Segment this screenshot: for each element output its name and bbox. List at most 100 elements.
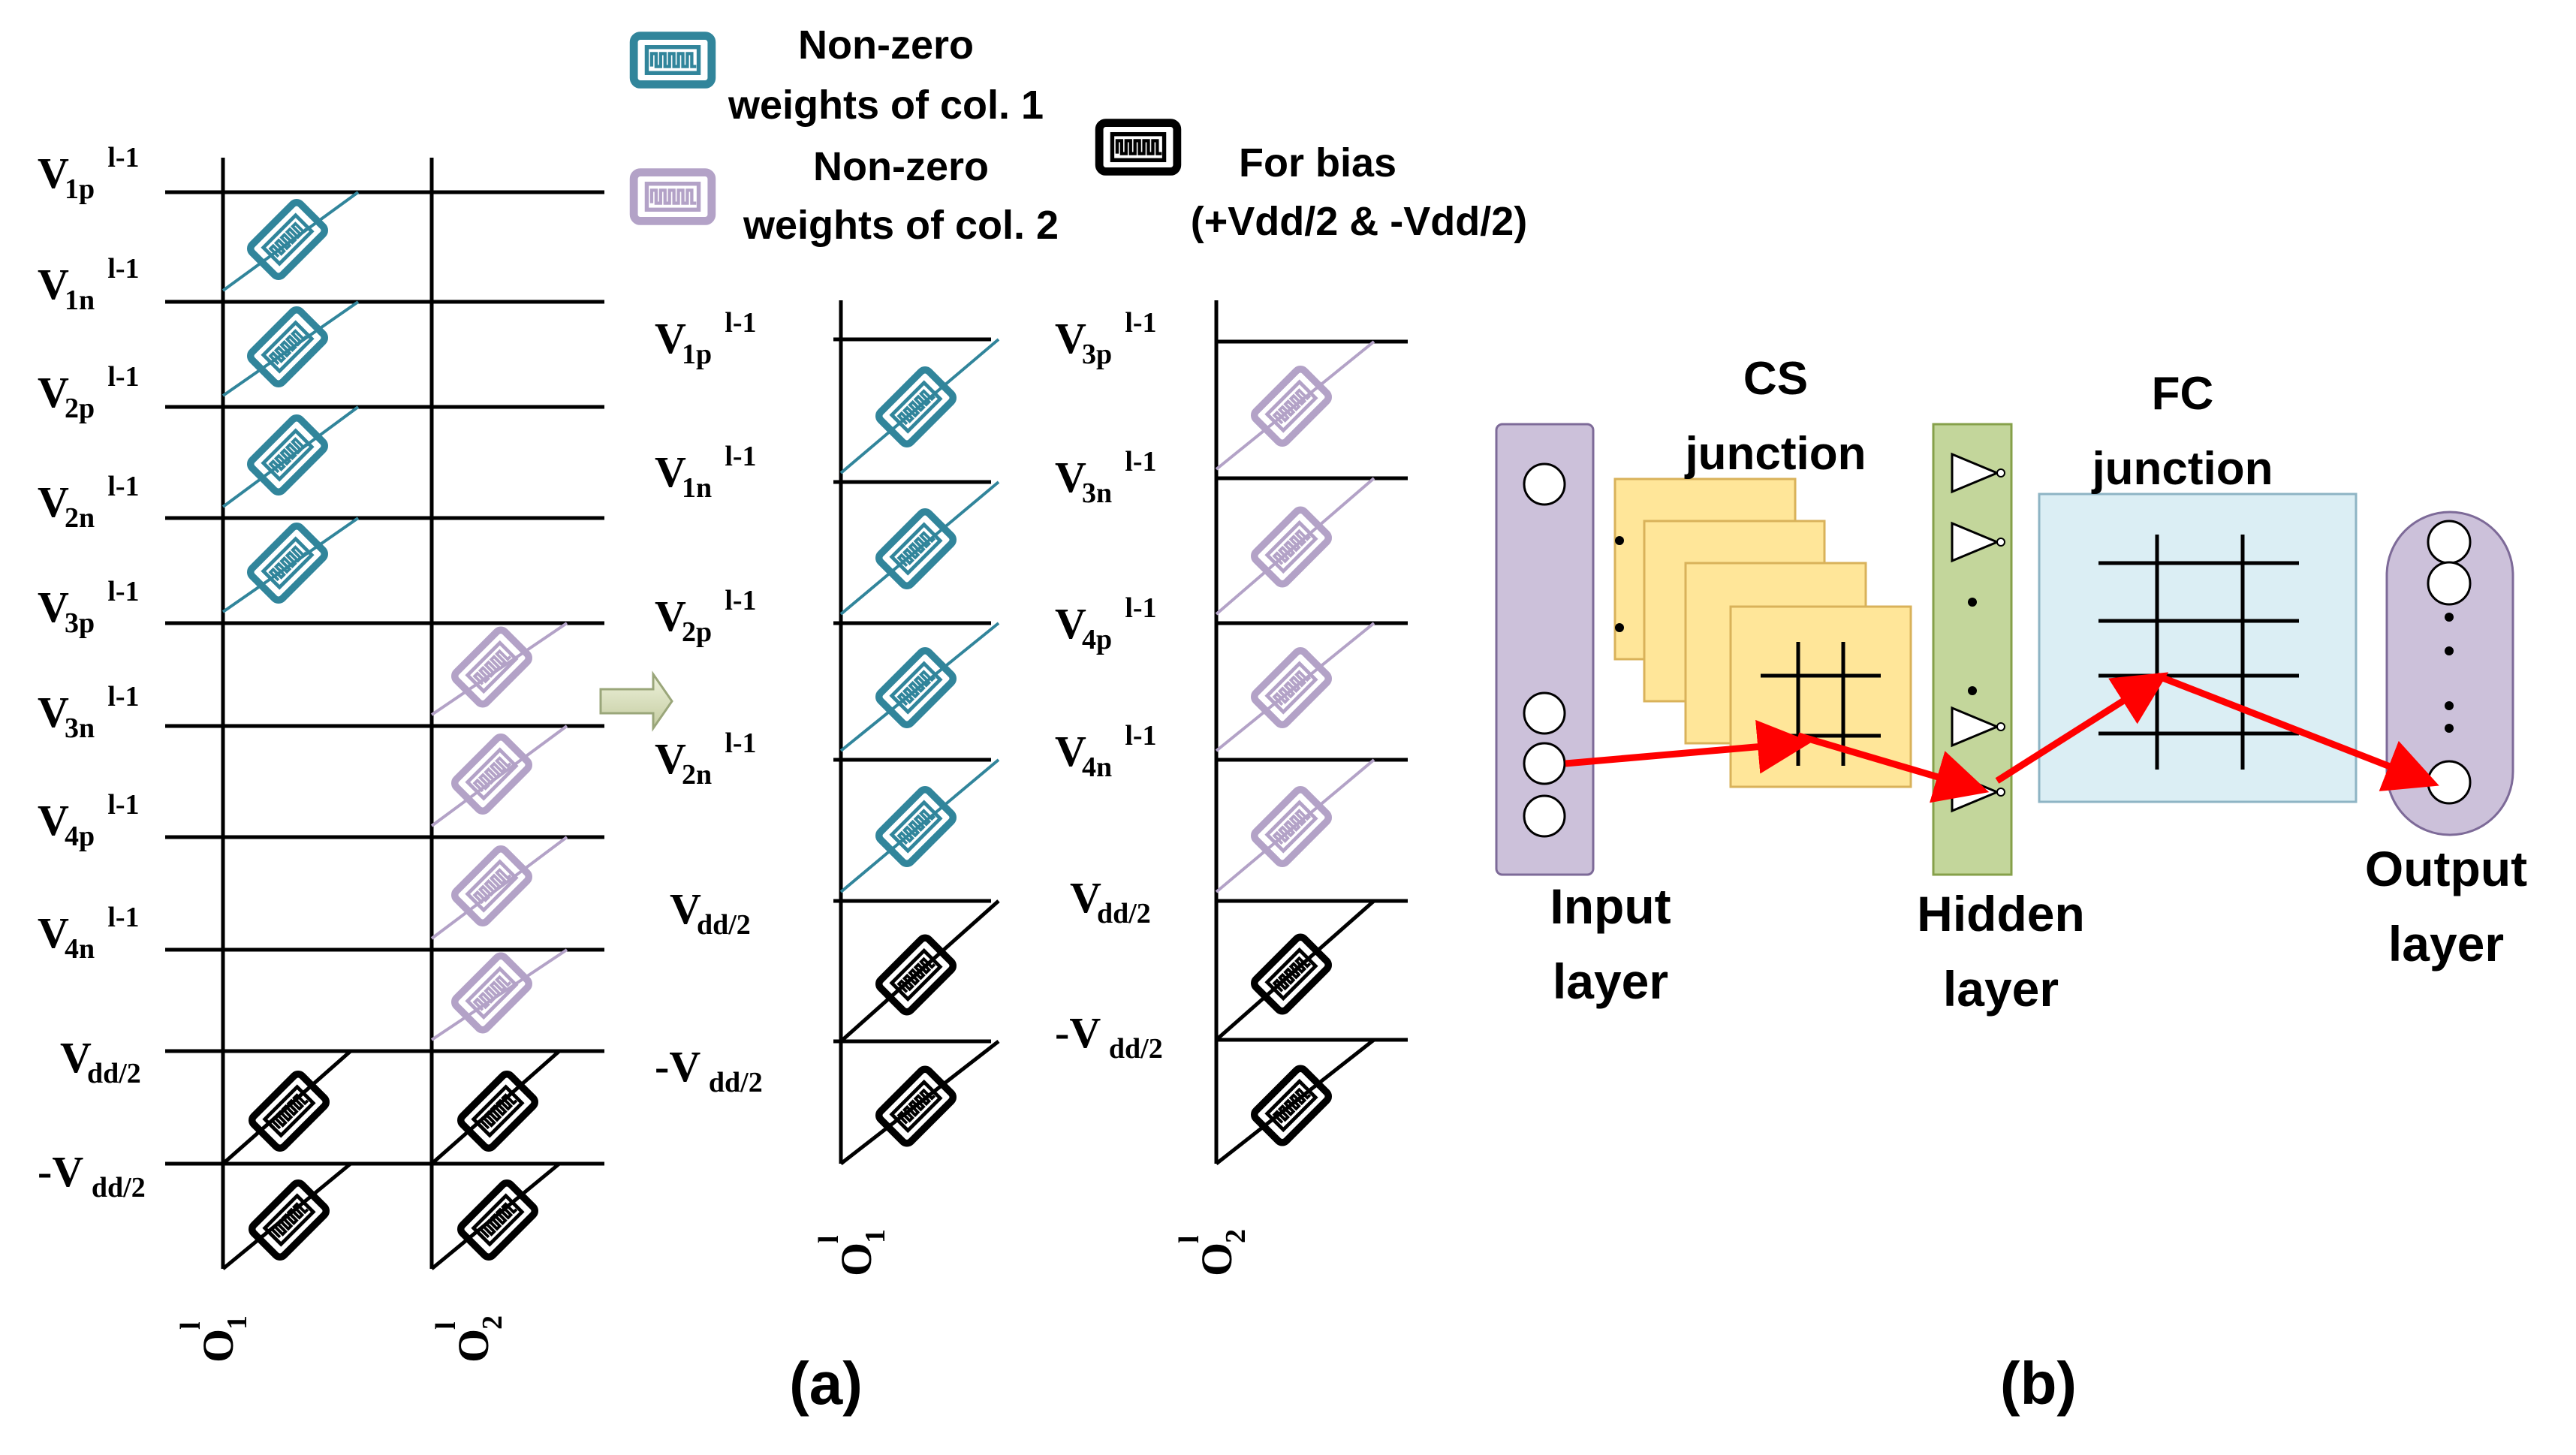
input-neuron xyxy=(1523,691,1566,735)
svg-text:V: V xyxy=(38,796,69,845)
row-label: V1p l-1 xyxy=(655,307,757,370)
svg-text:V: V xyxy=(38,149,69,197)
svg-text:3n: 3n xyxy=(1082,477,1112,509)
svg-text:V: V xyxy=(655,447,686,496)
svg-text:2: 2 xyxy=(477,1315,508,1330)
svg-text:l: l xyxy=(430,1321,462,1330)
svg-text:l-1: l-1 xyxy=(725,728,756,759)
svg-text:V: V xyxy=(38,477,69,526)
output-neuron xyxy=(2427,520,2472,565)
svg-text:4n: 4n xyxy=(1082,752,1112,783)
memristor-icon xyxy=(457,1179,538,1261)
memristor-icon xyxy=(451,845,532,926)
memristor-icon xyxy=(1251,506,1332,588)
fc-label-1: FC xyxy=(2152,368,2214,420)
svg-text:V: V xyxy=(670,884,701,933)
svg-text:l-1: l-1 xyxy=(1125,720,1156,752)
svg-text:V: V xyxy=(38,260,69,309)
input-neuron xyxy=(1523,462,1566,506)
svg-text:dd/2: dd/2 xyxy=(1109,1033,1163,1065)
svg-text:l-1: l-1 xyxy=(725,585,756,616)
svg-text:l-1: l-1 xyxy=(725,307,756,339)
svg-text:l-1: l-1 xyxy=(107,681,139,712)
cs-label-1: CS xyxy=(1743,353,1808,405)
svg-text:V: V xyxy=(1055,453,1086,502)
svg-text:V: V xyxy=(655,314,686,363)
svg-text:O: O xyxy=(832,1243,881,1276)
svg-text:-V: -V xyxy=(1055,1008,1101,1057)
output-label: O1l xyxy=(813,1229,891,1276)
signal-path xyxy=(1565,672,2439,803)
svg-text:4p: 4p xyxy=(65,821,95,852)
ellipsis-dot xyxy=(2445,646,2454,655)
memristor-icon xyxy=(451,734,532,815)
svg-text:O: O xyxy=(449,1329,498,1363)
legend-col2-icon xyxy=(629,168,716,225)
svg-text:O: O xyxy=(1192,1243,1241,1276)
ellipsis-dot xyxy=(2445,613,2454,622)
svg-text:V: V xyxy=(38,368,69,417)
svg-text:V: V xyxy=(1055,727,1086,776)
svg-text:4n: 4n xyxy=(65,933,95,965)
svg-text:1p: 1p xyxy=(682,339,712,370)
memristor-icon xyxy=(249,1179,330,1261)
memristor-icon xyxy=(1251,647,1332,728)
hidden-layer-label-1: Hidden xyxy=(1917,886,2085,941)
hidden-neuron xyxy=(1951,706,2000,748)
svg-text:l-1: l-1 xyxy=(725,441,756,472)
svg-text:V: V xyxy=(1055,314,1086,363)
ellipsis-dot xyxy=(1615,536,1624,545)
legend-col2-line2: weights of col. 2 xyxy=(743,203,1059,248)
row-label: Vdd/2 xyxy=(670,884,751,941)
svg-text:l-1: l-1 xyxy=(1125,592,1156,624)
svg-text:l-1: l-1 xyxy=(107,902,139,933)
svg-text:3p: 3p xyxy=(65,607,95,639)
svg-text:dd/2: dd/2 xyxy=(87,1058,141,1089)
memristor-icon xyxy=(247,199,328,280)
crossbar-full: V1pl-1V1nl-1V2pl-1V2nl-1V3pl-1V3nl-1V4pl… xyxy=(38,142,604,1363)
memristor-icon xyxy=(875,786,957,867)
memristor-icon xyxy=(247,306,328,387)
svg-text:2: 2 xyxy=(1220,1229,1252,1243)
legend-col2-line1: Non-zero xyxy=(813,144,989,189)
svg-text:V: V xyxy=(38,688,69,737)
svg-text:l-1: l-1 xyxy=(1125,446,1156,477)
hidden-neuron xyxy=(1951,452,2000,494)
svg-text:V: V xyxy=(655,734,686,783)
svg-text:V: V xyxy=(60,1033,92,1082)
input-layer-label-2: layer xyxy=(1553,953,1668,1009)
hidden-layer-label-2: layer xyxy=(1943,961,2059,1017)
cs-label-2: junction xyxy=(1684,428,1866,480)
legend-bias-icon xyxy=(1095,119,1182,176)
memristor-icon xyxy=(629,168,716,225)
ellipsis-dot xyxy=(1615,623,1624,632)
svg-text:l-1: l-1 xyxy=(107,253,139,285)
hidden-layer-box xyxy=(1932,423,2013,876)
memristor-icon xyxy=(629,32,716,89)
input-neuron xyxy=(1523,742,1566,785)
arrow-hidden-to-fc xyxy=(1995,672,2169,784)
memristor-icon xyxy=(247,414,328,496)
memristor-icon xyxy=(451,626,532,708)
svg-text:l: l xyxy=(813,1235,845,1243)
svg-text:dd/2: dd/2 xyxy=(1097,898,1151,929)
memristor-icon xyxy=(875,647,957,728)
ellipsis-dot xyxy=(2445,724,2454,733)
memristor-icon xyxy=(1251,366,1332,447)
memristor-icon xyxy=(1251,933,1332,1015)
svg-text:l-1: l-1 xyxy=(107,471,139,502)
